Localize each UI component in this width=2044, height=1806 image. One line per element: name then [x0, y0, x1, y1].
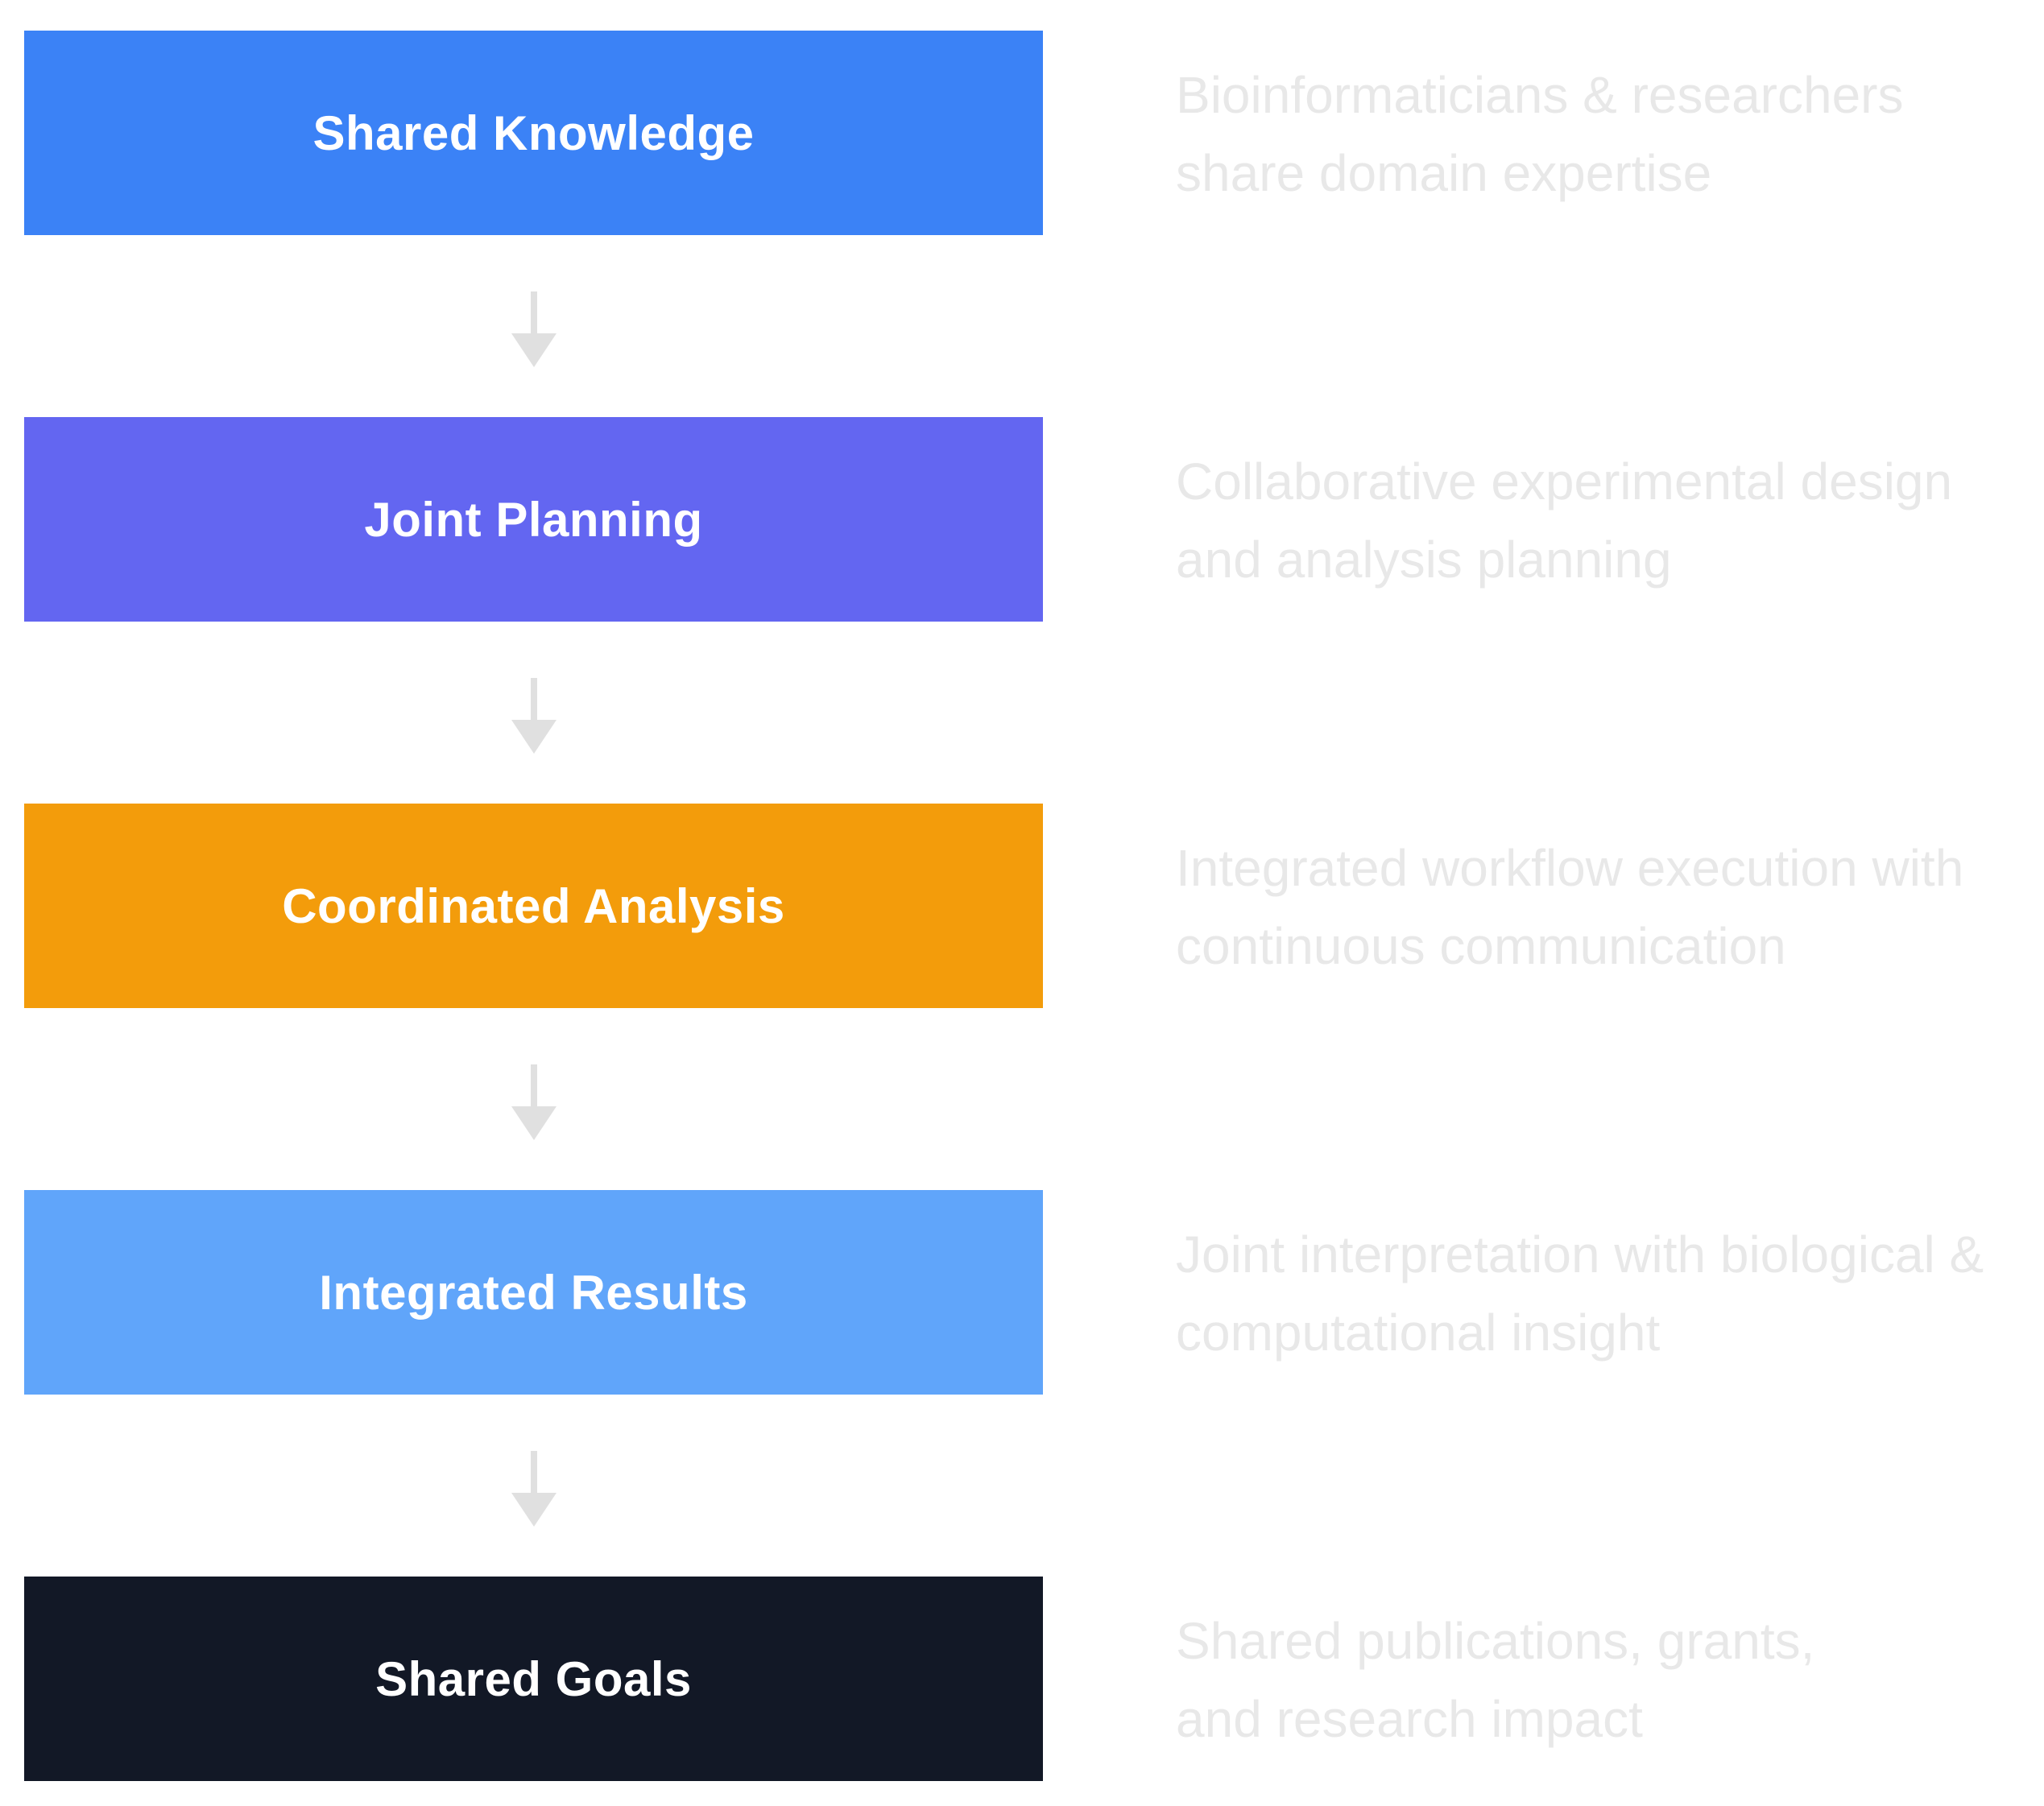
down-arrow-icon	[510, 1064, 558, 1140]
step-label: Integrated Results	[319, 1265, 748, 1320]
step-label: Joint Planning	[364, 492, 703, 547]
step-box-integrated-results: Integrated Results	[24, 1190, 1043, 1395]
step-label: Shared Goals	[375, 1651, 692, 1706]
step-description: Shared publications, grants, and researc…	[1176, 1612, 1815, 1748]
step-description: Joint interpretation with biological & c…	[1176, 1225, 1984, 1362]
down-arrow-icon	[510, 291, 558, 367]
step-label: Shared Knowledge	[312, 105, 755, 160]
down-arrow-icon	[510, 678, 558, 754]
step-box-joint-planning: Joint Planning	[24, 417, 1043, 622]
step-description: Bioinformaticians & researchers share do…	[1176, 66, 1904, 202]
step-description: Integrated workflow execution with conti…	[1176, 839, 1964, 975]
down-arrow-icon	[510, 1451, 558, 1527]
step-box-coordinated-analysis: Coordinated Analysis	[24, 804, 1043, 1008]
step-label: Coordinated Analysis	[282, 878, 785, 933]
step-description: Collaborative experimental design and an…	[1176, 453, 1953, 589]
step-box-shared-knowledge: Shared Knowledge	[24, 31, 1043, 235]
step-box-shared-goals: Shared Goals	[24, 1577, 1043, 1781]
